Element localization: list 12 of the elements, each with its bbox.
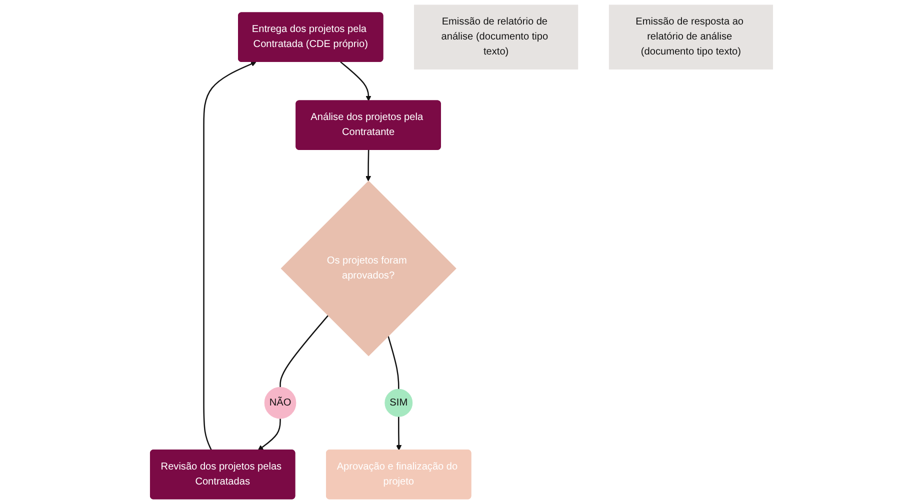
node-circle: SIM xyxy=(384,388,413,417)
node-diamond: Os projetos foram aprovados? xyxy=(280,180,456,356)
node-box: Emissão de resposta ao relatório de análise (documento tipo texto) xyxy=(608,4,774,70)
arrow xyxy=(258,418,281,450)
arrow xyxy=(203,61,256,451)
arrow xyxy=(340,61,372,102)
node-circle: NÃO xyxy=(264,386,296,419)
arrow xyxy=(396,416,402,450)
node-box: Emissão de relatório de análise (documento tipo texto) xyxy=(414,4,578,70)
arrow xyxy=(366,150,372,182)
connector xyxy=(388,336,400,390)
connector xyxy=(280,315,329,388)
